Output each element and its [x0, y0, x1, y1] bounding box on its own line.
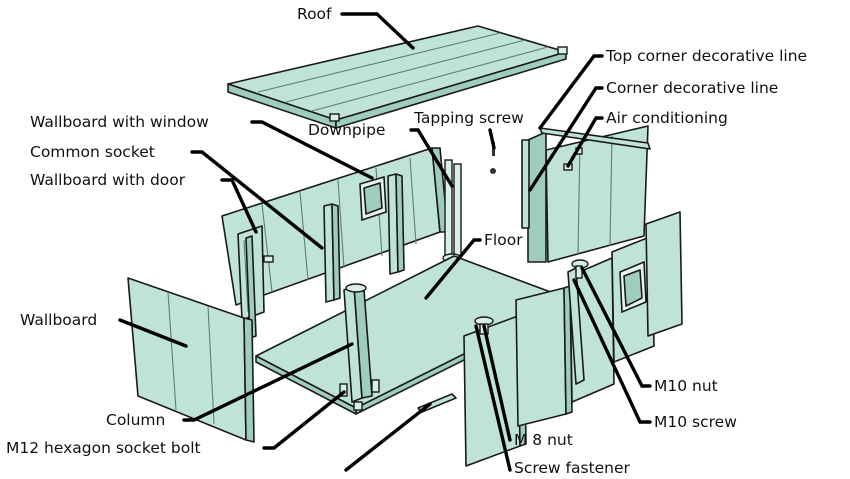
label-m12-hexagon-socket-bolt: M12 hexagon socket bolt	[6, 439, 201, 457]
leader-wallboard-window	[250, 120, 374, 180]
right-front-wall-end	[645, 211, 683, 337]
leader-m10-nut	[580, 266, 652, 388]
leader-m10-screw	[572, 278, 652, 424]
leader-lines	[118, 12, 652, 472]
label-wallboard-with-door: Wallboard with door	[30, 171, 186, 189]
back-column-left	[245, 235, 257, 339]
wallboard-left	[127, 277, 255, 443]
label-wallboard-with-window: Wallboard with window	[30, 113, 209, 131]
right-front-wall-b	[515, 285, 573, 427]
roof-panel	[227, 25, 568, 129]
leader-corner-line	[528, 86, 604, 192]
leader-wallboard	[118, 318, 188, 348]
leader-screw-fastener	[474, 324, 512, 472]
label-m8-nut: M 8 nut	[514, 431, 573, 449]
right-column	[567, 267, 585, 385]
label-roof: Roof	[297, 5, 332, 23]
leader-column	[182, 342, 354, 422]
label-column: Column	[106, 411, 165, 429]
leader-downpipe	[409, 128, 454, 188]
label-screw-fastener: Screw fastener	[514, 459, 631, 477]
label-tapping-screw: Tapping screw	[413, 109, 524, 127]
leader-bottom	[344, 402, 432, 472]
label-common-socket: Common socket	[30, 143, 155, 161]
label-corner-decorative-line: Corner decorative line	[606, 79, 778, 97]
label-air-conditioning: Air conditioning	[606, 109, 728, 127]
labels: Roof Top corner decorative line Corner d…	[6, 5, 807, 477]
label-wallboard: Wallboard	[20, 311, 97, 329]
label-top-corner-decorative-line: Top corner decorative line	[605, 47, 807, 65]
right-front-wall-window	[611, 235, 655, 363]
label-downpipe: Downpipe	[308, 121, 385, 139]
wallboard-with-window	[359, 175, 387, 222]
leader-air-conditioning	[566, 116, 604, 168]
leader-wallboard-door	[220, 178, 258, 234]
label-m10-screw: M10 screw	[654, 413, 737, 431]
label-floor: Floor	[484, 231, 523, 249]
leader-floor	[424, 238, 482, 300]
m10-screw	[575, 265, 583, 279]
leader-tapping-screw	[488, 128, 496, 150]
leader-roof	[340, 12, 415, 50]
leader-common-socket	[190, 150, 324, 250]
back-column-mid	[323, 203, 341, 303]
leader-top-corner-line	[538, 54, 604, 130]
label-m10-nut: M10 nut	[654, 377, 718, 395]
leader-m8-nut	[482, 324, 512, 442]
back-column-right	[387, 173, 405, 275]
corner-decorative-line	[521, 139, 530, 229]
leader-m12-bolt	[262, 390, 346, 450]
m12-hexagon-socket-bolt	[339, 379, 380, 411]
